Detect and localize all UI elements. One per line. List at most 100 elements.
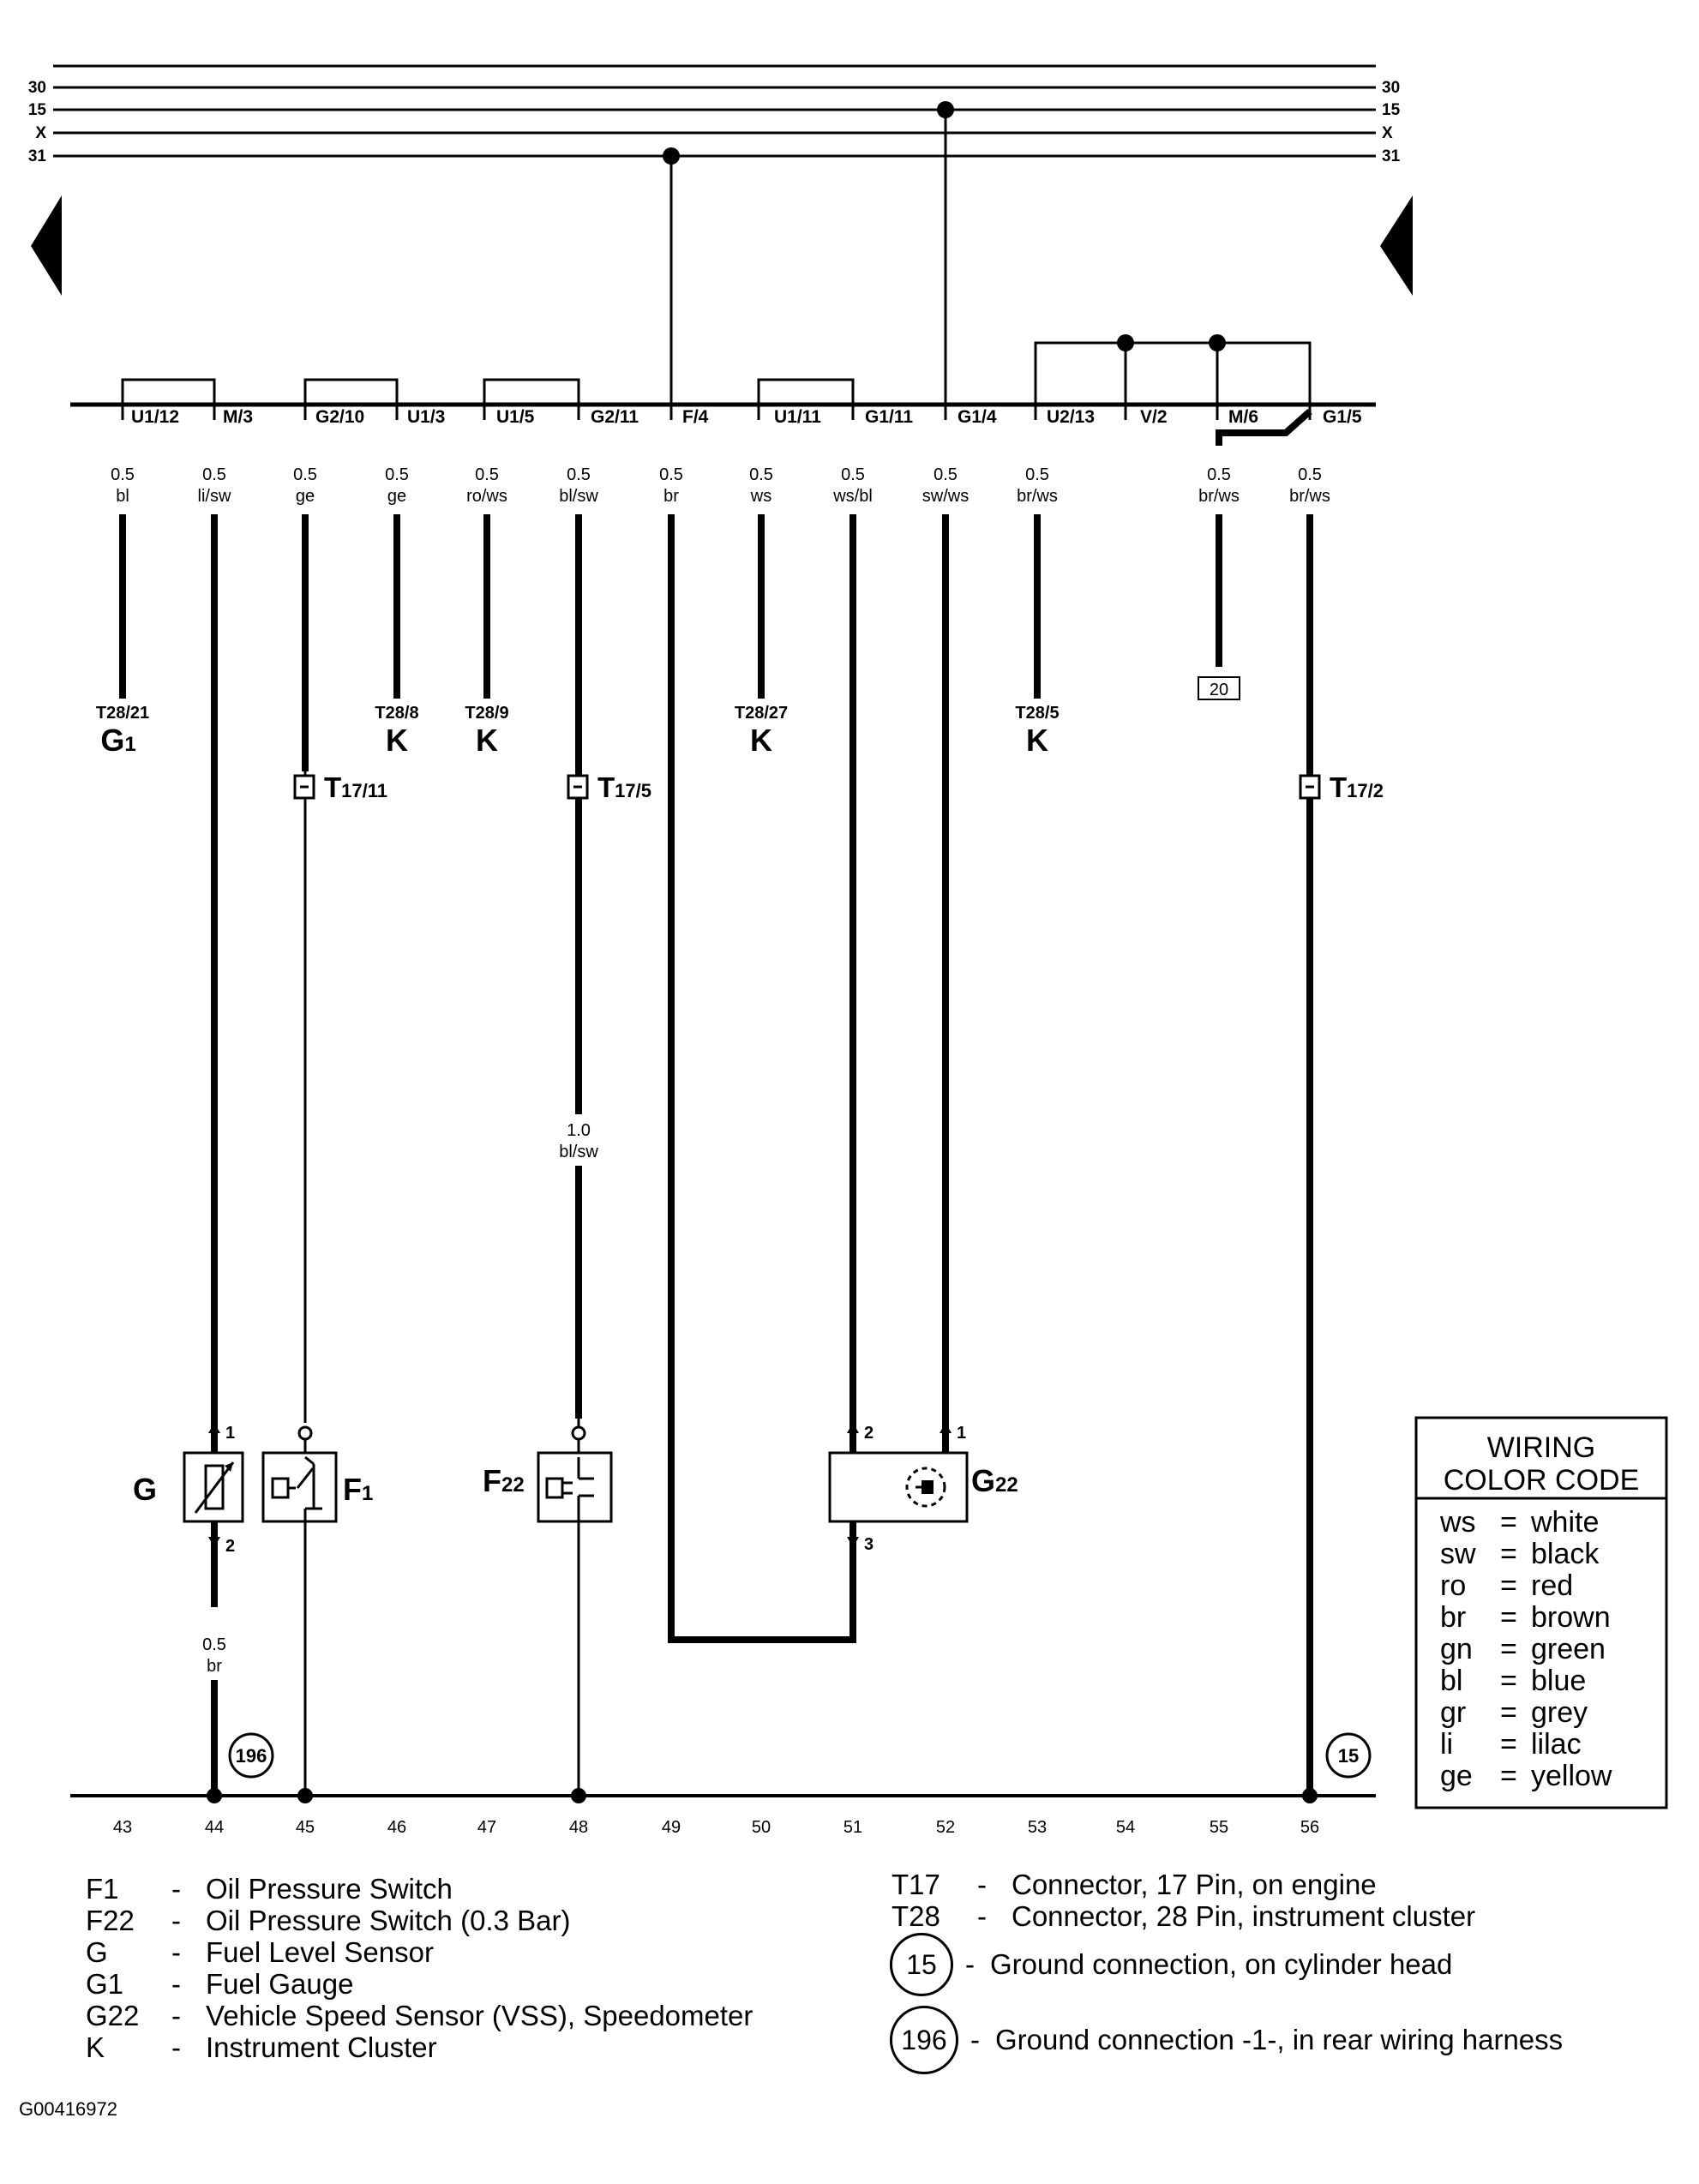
track-number: 44 [205, 1818, 224, 1837]
pin-number: 1 [957, 1424, 966, 1443]
pressure-switch-icon [545, 1477, 564, 1499]
wire-size: 0.5 [202, 1635, 226, 1654]
track-number: 48 [569, 1818, 588, 1837]
busbars [53, 64, 1376, 158]
pin-label: G1/4 [958, 407, 997, 427]
terminal-component: K [1026, 723, 1048, 758]
pin-label: U1/5 [496, 407, 535, 427]
busbar-label-right-31: 31 [1382, 147, 1401, 165]
wire [1216, 409, 1312, 446]
ground-number: 15 [1338, 1745, 1359, 1767]
connector-t17-2: T17/2 [1299, 771, 1384, 803]
legend-item: T17-Connector, 17 Pin, on engine [892, 1869, 1377, 1900]
ground-15: 15 [1325, 1732, 1372, 1779]
reference-box-label: 20 [1210, 681, 1228, 699]
color-code-entry: gn=green [1440, 1633, 1606, 1665]
wire [668, 514, 856, 1643]
connector-label: T17/2 [1330, 771, 1384, 803]
legend-item: G22-Vehicle Speed Sensor (VSS), Speedome… [86, 2000, 753, 2031]
legend-item: F22-Oil Pressure Switch (0.3 Bar) [86, 1905, 571, 1936]
color-code-entry: bl=blue [1440, 1665, 1586, 1697]
junction-dot [663, 147, 680, 165]
vehicle-speed-sensor: G22 2 1 3 [828, 1423, 1018, 1564]
wires-thin [303, 771, 580, 1796]
wire-color: sw/ws [922, 487, 969, 506]
wire-size: 0.5 [1298, 465, 1322, 484]
component-label-f1: F1 [343, 1472, 373, 1507]
variable-resistor-icon [204, 1464, 225, 1510]
junction-dot [937, 101, 954, 118]
wire-size: 0.5 [934, 465, 958, 484]
ground-symbol-icon: 196 [890, 2006, 958, 2074]
legend-ground-item: 196 -Ground connection -1-, in rear wiri… [890, 2006, 1563, 2074]
pin-label: G1/11 [865, 407, 913, 427]
wire-color: br/ws [1198, 487, 1240, 506]
f22-body [537, 1451, 613, 1523]
f1-body [261, 1451, 338, 1523]
ground-196: 196 [228, 1732, 274, 1779]
vss-body [828, 1451, 969, 1523]
wire-color: li/sw [198, 487, 231, 506]
wire-size: 0.5 [567, 465, 591, 484]
track-number: 55 [1210, 1818, 1228, 1837]
wire-color: ge [387, 487, 406, 506]
terminal-pin: T28/5 [1015, 704, 1059, 723]
wire-size: 0.5 [385, 465, 409, 484]
pin-number: 2 [225, 1537, 235, 1556]
wire-size: 0.5 [1207, 465, 1231, 484]
terminal-component: K [386, 723, 408, 758]
color-code-entry: br=brown [1440, 1601, 1611, 1634]
track-number: 45 [296, 1818, 315, 1837]
pin-label: G2/10 [315, 407, 364, 427]
wire-color: bl/sw [559, 1143, 598, 1161]
busbar-labels: 30 15 X 31 30 15 X 31 [28, 79, 1401, 165]
track-number: 49 [662, 1818, 681, 1837]
ground-symbol-icon: 15 [890, 1933, 953, 1996]
wires [119, 409, 1313, 1796]
terminal-pin: T28/21 [96, 704, 149, 723]
junction-dot [1117, 334, 1134, 351]
pin-number: 2 [864, 1424, 874, 1443]
pin-bridges [121, 341, 1312, 405]
fuel-level-sensor: G 1 2 [133, 1423, 244, 1556]
connector-t17-11: T17/11 [293, 771, 387, 803]
pin-label: M/6 [1228, 407, 1258, 427]
wire-color: bl [116, 487, 129, 506]
wire-size: 1.0 [567, 1121, 591, 1140]
busbar-label-right-x: X [1382, 124, 1393, 142]
terminal-component: K [476, 723, 498, 758]
oil-pressure-switch-f1: F1 [261, 1425, 373, 1523]
color-code-entry: li=lilac [1440, 1728, 1582, 1761]
legend-item: K-Instrument Cluster [86, 2031, 437, 2063]
terminal-component: G1 [100, 723, 135, 758]
track-number: 54 [1116, 1818, 1135, 1837]
pin-label: G2/11 [591, 407, 639, 427]
color-code-entry: sw=black [1440, 1538, 1600, 1570]
pin-ticks [121, 405, 1312, 420]
terminal-pin: T28/27 [735, 704, 788, 723]
wire-labels: 0.5 bl 0.5 li/sw 0.5 ge 0.5 ge 0.5 ro/ws… [111, 465, 1330, 1676]
continue-left-arrow-icon [31, 195, 62, 296]
pin-label: U2/13 [1047, 407, 1095, 427]
pin-number: 3 [864, 1535, 874, 1554]
color-code-title: COLOR CODE [1444, 1464, 1640, 1497]
wire-size: 0.5 [475, 465, 499, 484]
connector-label: T17/5 [597, 771, 651, 803]
pin-label: V/2 [1140, 407, 1168, 427]
track-number: 53 [1028, 1818, 1047, 1837]
terminal-pin: T28/9 [465, 704, 508, 723]
terminal-labels: T28/21 G1 T28/8 K T28/9 K T28/27 K T28/5… [96, 704, 1060, 758]
wire-color: br [663, 487, 679, 506]
component-label-g: G [133, 1472, 157, 1507]
wire-size: 0.5 [111, 465, 135, 484]
ground-junctions [207, 1788, 1318, 1803]
wire-color: ge [296, 487, 315, 506]
terminal-component: K [750, 723, 772, 758]
legend-item: F1-Oil Pressure Switch [86, 1873, 453, 1905]
component-label-f22: F22 [483, 1463, 525, 1498]
pin-number: 1 [225, 1424, 235, 1443]
pin-label: M/3 [223, 407, 253, 427]
legend-item: G-Fuel Level Sensor [86, 1936, 434, 1968]
busbar-label-left-30: 30 [28, 79, 46, 97]
